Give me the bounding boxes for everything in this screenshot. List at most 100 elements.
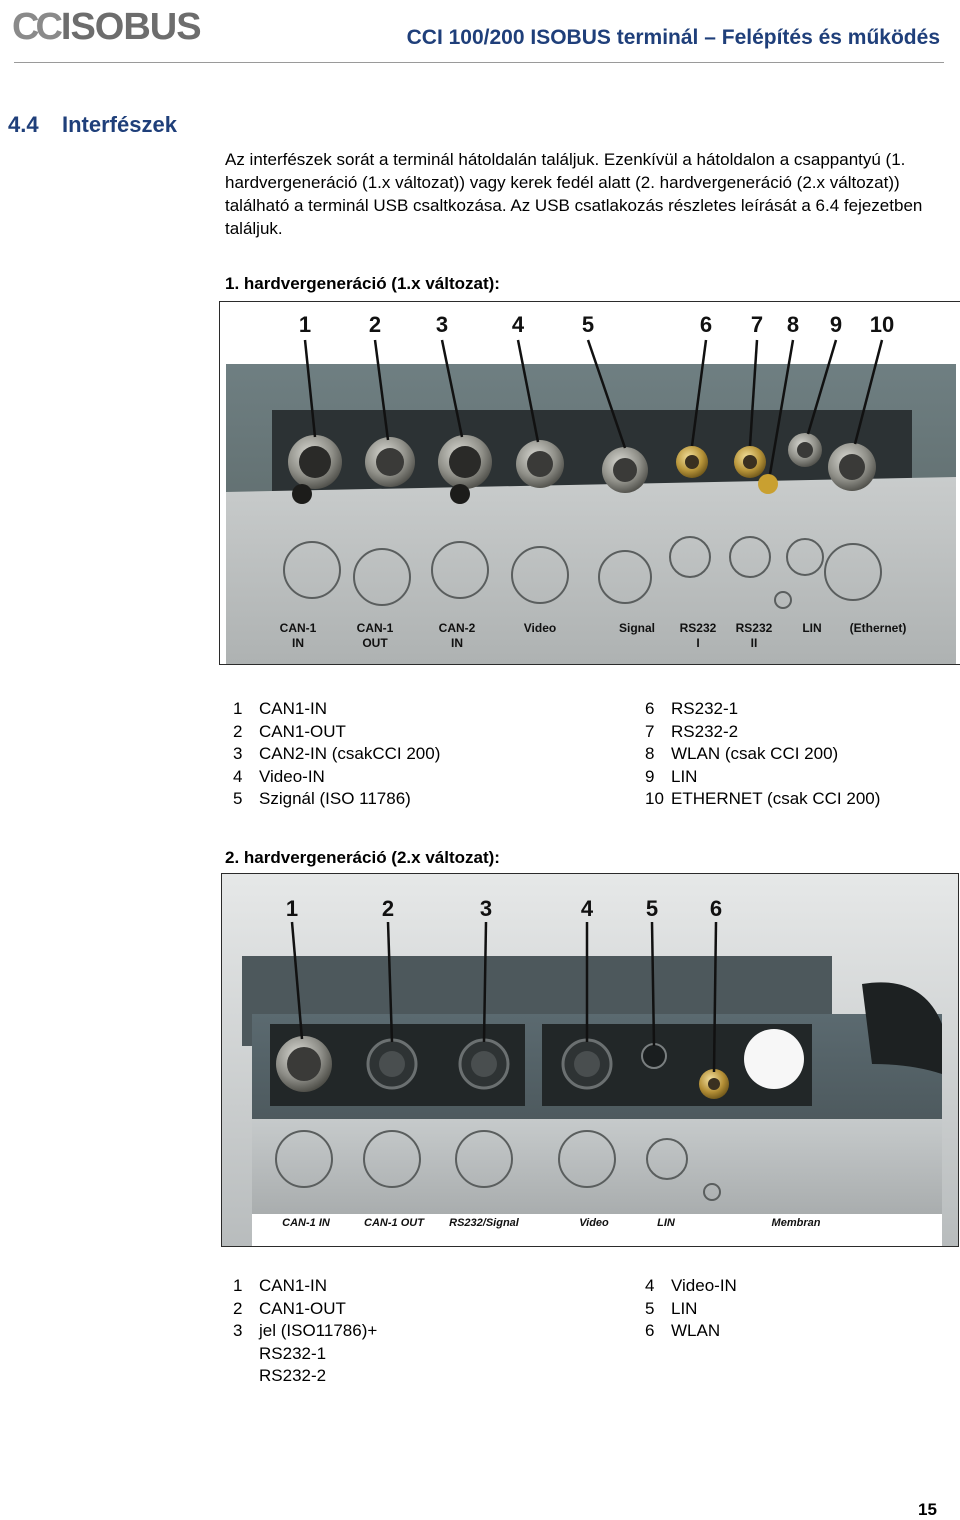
membrane-cover [744,1029,804,1089]
gen1-callout-number: 7 [751,312,763,337]
gen2-legend-item-label: CAN1-OUT [259,1298,346,1318]
gen1-legend-item-label: CAN1-OUT [259,721,346,741]
gen1-legend-item-number: 1 [233,699,243,718]
gen1-plate-label: CAN-1 [280,621,317,635]
gen2-plate-label: CAN-1 OUT [364,1217,425,1229]
gen1-legend-item-label: CAN1-IN [259,699,328,718]
label-strip [252,1214,942,1246]
gen2-legend-item-number: 6 [645,1321,655,1340]
gen1-plate-label: RS232 [680,621,717,635]
section-title-text: Interfészek [62,112,177,137]
cable-gland [862,982,942,1074]
gen1-legend-item-number: 5 [233,789,243,808]
label-plate-circles [275,1130,721,1201]
gen1-plate-label-sub: I [696,636,699,650]
gen1-legend-item-number: 10 [645,789,664,808]
gen1-plate-label-sub: IN [451,636,463,650]
gen2-legend-item: 4 Video-IN [645,1275,737,1298]
section-number: 4.4 [8,112,39,137]
gen1-legend-item: 10 ETHERNET (csak CCI 200) [645,788,880,811]
gen1-legend-item-label: ETHERNET (csak CCI 200) [671,789,881,808]
gen2-leader-lines [290,921,718,1073]
gen2-heading: 2. hardvergeneráció (2.x változat): [225,848,500,867]
isobus-logo: CCISOBUS [12,6,202,49]
header-divider [14,62,944,63]
gen2-legend-item-number: 4 [645,1276,655,1295]
gen2-plate-label: Video [579,1217,609,1229]
gen1-leader-lines [303,339,884,475]
gen1-plate-label: RS232 [736,621,773,635]
gen1-plate-label-sub: II [751,636,758,650]
gen2-plate-label: CAN-1 IN [282,1217,331,1229]
gen1-legend-item-number: 6 [645,699,655,718]
gen2-legend-item-number: 1 [233,1276,243,1295]
gen1-legend-item: 4 Video-IN [233,766,440,789]
gen2-legend-item-label: WLAN [671,1321,721,1340]
gen1-legend-item: 9 LIN [645,766,880,789]
gen1-callout-number: 2 [369,312,381,337]
gen1-legend-item-number: 4 [233,766,243,786]
gen2-plate-label: Membran [772,1217,821,1229]
gen1-legend-item-label: RS232-2 [671,721,739,741]
gen1-legend-item-label: Video-IN [259,766,325,786]
gen2-legend-item-label: jel (ISO11786)+ [259,1321,378,1340]
gen1-plate-label: LIN [802,621,821,635]
gen1-connectors [288,433,876,504]
gen1-plate-label-sub: OUT [362,636,388,650]
gen1-legend-item-number: 3 [233,744,243,763]
gen1-legend-item-number: 8 [645,744,655,763]
gen1-callout-number: 1 [299,312,311,337]
logo-text: ISOBUS [60,6,202,48]
gen1-plate-label: CAN-1 [357,621,394,635]
gen1-callout-number: 4 [512,312,525,337]
gen1-plate-label: (Ethernet) [850,621,907,635]
gen1-plate-label: Video [524,621,556,635]
gen2-legend-item-label: Video-IN [671,1276,737,1295]
gen1-legend-item-number: 2 [233,721,243,741]
gen1-legend-item-label: LIN [671,766,698,786]
gen2-callout-number: 3 [480,896,492,921]
gen2-legend-item-label: LIN [671,1298,698,1318]
gen2-callout-number: 6 [710,896,722,921]
gen2-connectors [276,1029,804,1099]
gen1-legend-item: 2 CAN1-OUT [233,721,440,744]
gen1-legend-item-number: 9 [645,766,655,786]
gen1-legend-item-label: Szignál (ISO 11786) [259,789,411,808]
gen2-callout-number: 2 [382,896,394,921]
gen2-plate-label: LIN [657,1217,676,1229]
gen1-legend-item: 1 CAN1-IN [233,698,440,721]
gen2-legend-item: 6 WLAN [645,1320,737,1343]
connector-wlan [758,474,778,494]
gen1-plate-label-sub: IN [292,636,304,650]
gen2-legend-item-number: 5 [645,1298,655,1318]
gen1-legend-item: 5 Szignál (ISO 11786) [233,788,440,811]
gen1-callout-number: 3 [436,312,448,337]
gen1-legend-item-label: WLAN (csak CCI 200) [671,744,839,763]
label-plate [252,1119,942,1214]
gen1-plate-label: Signal [619,621,655,635]
gen1-callout-number: 8 [787,312,799,337]
gen2-legend-item-continuation: RS232-2 [259,1366,327,1385]
label-plate-circles [283,536,882,609]
gen2-legend-item-continuation: RS232-1 [259,1343,327,1363]
gen2-callout-number: 1 [286,896,298,921]
gen2-legend-item-number: 3 [233,1321,243,1340]
gen2-legend-item: 5 LIN [645,1298,737,1321]
connector-lin [641,1043,667,1069]
gen2-legend-right: 4 Video-IN 5 LIN 6 WLAN [645,1275,737,1343]
document-header-title: CCI 100/200 ISOBUS terminál – Felépítés … [406,26,940,49]
gen1-plate-label: CAN-2 [439,621,476,635]
